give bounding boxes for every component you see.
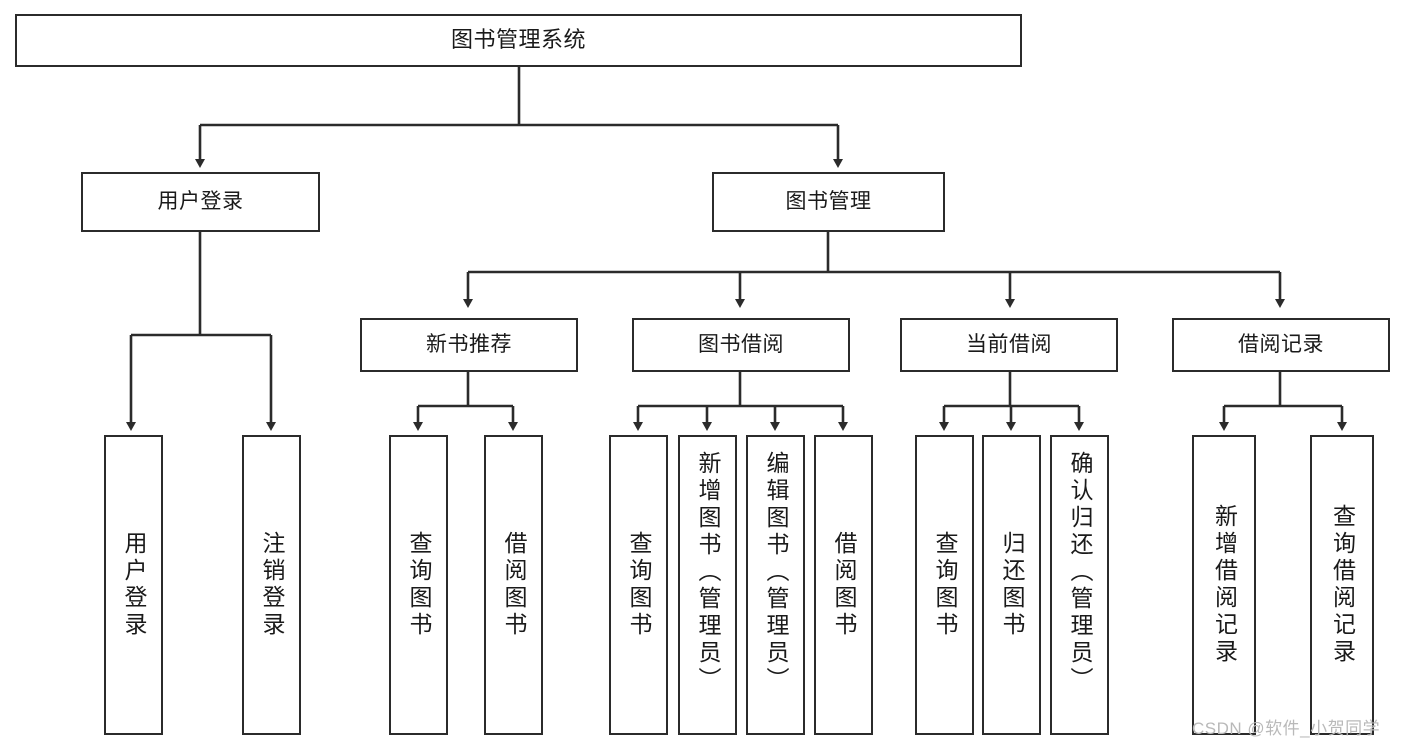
csdn-watermark: CSDN @软件_小贺同学	[1192, 719, 1381, 738]
node-label: 新增图书（管理员）	[695, 451, 721, 694]
node-label: 新书推荐	[426, 333, 512, 357]
leaf-current-confirm-return-admin[interactable]: 确认归还（管理员）	[1050, 435, 1109, 735]
node-label: 用户登录	[121, 531, 147, 639]
node-book-management[interactable]: 图书管理	[712, 172, 945, 232]
node-label: 图书管理系统	[450, 27, 586, 53]
node-label: 用户登录	[157, 190, 244, 214]
node-label: 查询图书	[406, 531, 432, 639]
node-label: 借阅图书	[831, 531, 857, 639]
leaf-current-query-book[interactable]: 查询图书	[915, 435, 974, 735]
node-label: 图书借阅	[698, 333, 784, 357]
node-book-borrow[interactable]: 图书借阅	[632, 318, 850, 372]
leaf-current-return-book[interactable]: 归还图书	[982, 435, 1041, 735]
node-label: 编辑图书（管理员）	[763, 451, 789, 694]
leaf-record-add-borrow-record[interactable]: 新增借阅记录	[1192, 435, 1256, 735]
node-label: 查询借阅记录	[1329, 504, 1356, 666]
node-current-borrow[interactable]: 当前借阅	[900, 318, 1118, 372]
leaf-record-query-borrow-record[interactable]: 查询借阅记录	[1310, 435, 1374, 735]
node-label: 当前借阅	[966, 333, 1052, 357]
node-label: 图书管理	[785, 190, 872, 214]
node-label: 新增借阅记录	[1211, 504, 1238, 666]
node-label: 借阅记录	[1238, 333, 1324, 357]
leaf-borrow-borrow-book[interactable]: 借阅图书	[814, 435, 873, 735]
node-new-book-recommend[interactable]: 新书推荐	[360, 318, 578, 372]
node-label: 借阅图书	[501, 531, 527, 639]
node-user-login[interactable]: 用户登录	[81, 172, 320, 232]
leaf-recommend-query-book[interactable]: 查询图书	[389, 435, 448, 735]
node-label: 注销登录	[259, 531, 285, 639]
leaf-borrow-query-book[interactable]: 查询图书	[609, 435, 668, 735]
node-label: 查询图书	[626, 531, 652, 639]
leaf-recommend-borrow-book[interactable]: 借阅图书	[484, 435, 543, 735]
leaf-borrow-add-book-admin[interactable]: 新增图书（管理员）	[678, 435, 737, 735]
node-label: 查询图书	[932, 531, 958, 639]
leaf-user-login[interactable]: 用户登录	[104, 435, 163, 735]
leaf-user-logout[interactable]: 注销登录	[242, 435, 301, 735]
leaf-borrow-edit-book-admin[interactable]: 编辑图书（管理员）	[746, 435, 805, 735]
node-root-system[interactable]: 图书管理系统	[15, 14, 1022, 67]
node-label: 归还图书	[999, 531, 1025, 639]
node-label: 确认归还（管理员）	[1067, 451, 1093, 694]
node-borrow-record[interactable]: 借阅记录	[1172, 318, 1390, 372]
